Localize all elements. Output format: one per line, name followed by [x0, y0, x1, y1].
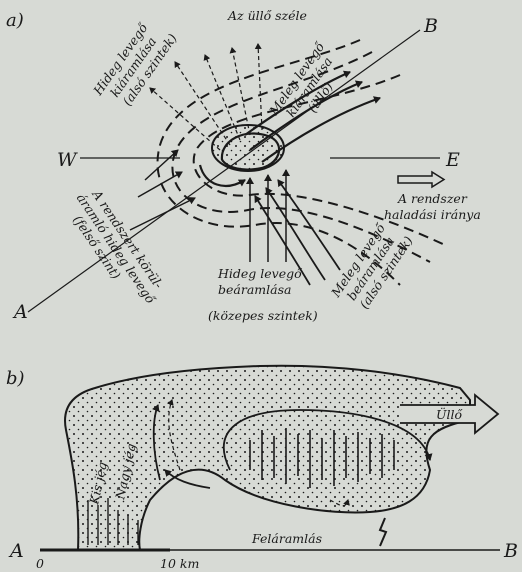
- label-a: A: [12, 301, 28, 323]
- updraft-zigzag: [380, 518, 386, 546]
- label-b: B: [423, 15, 438, 37]
- surrounding-air-label: A rendszert körül- áramló hideg levegő (…: [61, 182, 171, 315]
- warm-inflow-label: Meleg levegő beáramlása (alsó szintek): [327, 216, 415, 317]
- surrounding-air-arrows: [130, 150, 195, 230]
- label-e: E: [445, 149, 460, 171]
- svg-text:beáramlása: beáramlása: [218, 282, 291, 297]
- panel-b-label: b): [6, 368, 25, 389]
- warm-outflow-label: Meleg levegő kiáramlása (üllő): [266, 38, 353, 135]
- label-w: W: [57, 149, 78, 171]
- anvil-edge-label: Az üllő széle: [227, 8, 307, 23]
- svg-text:haladási iránya: haladási iránya: [384, 207, 481, 222]
- scale-zero: 0: [36, 556, 44, 571]
- svg-text:(közepes szintek): (közepes szintek): [208, 308, 318, 323]
- panel-b: b) A B 0 10 km Üllő: [6, 366, 518, 571]
- anvil-label: Üllő: [436, 406, 464, 422]
- cold-outflow-label: Hideg levegő kiáramlása (alsó szintek): [90, 14, 180, 116]
- motion-direction-label: A rendszer haladási iránya: [384, 191, 481, 222]
- panel-a: a) W E A B: [6, 8, 481, 323]
- storm-core: [212, 125, 284, 171]
- panel-a-label: a): [6, 10, 24, 31]
- motion-direction-arrow: [398, 172, 444, 187]
- label-b-b: B: [503, 540, 518, 562]
- scale-10km: 10 km: [160, 556, 199, 571]
- cold-inflow-label: Hideg levegő beáramlása (közepes szintek…: [208, 266, 318, 323]
- label-b-a: A: [8, 540, 24, 562]
- updraft-label: Feláramlás: [251, 531, 322, 546]
- svg-text:A rendszer: A rendszer: [397, 191, 468, 206]
- svg-text:Hideg levegő: Hideg levegő: [217, 266, 303, 281]
